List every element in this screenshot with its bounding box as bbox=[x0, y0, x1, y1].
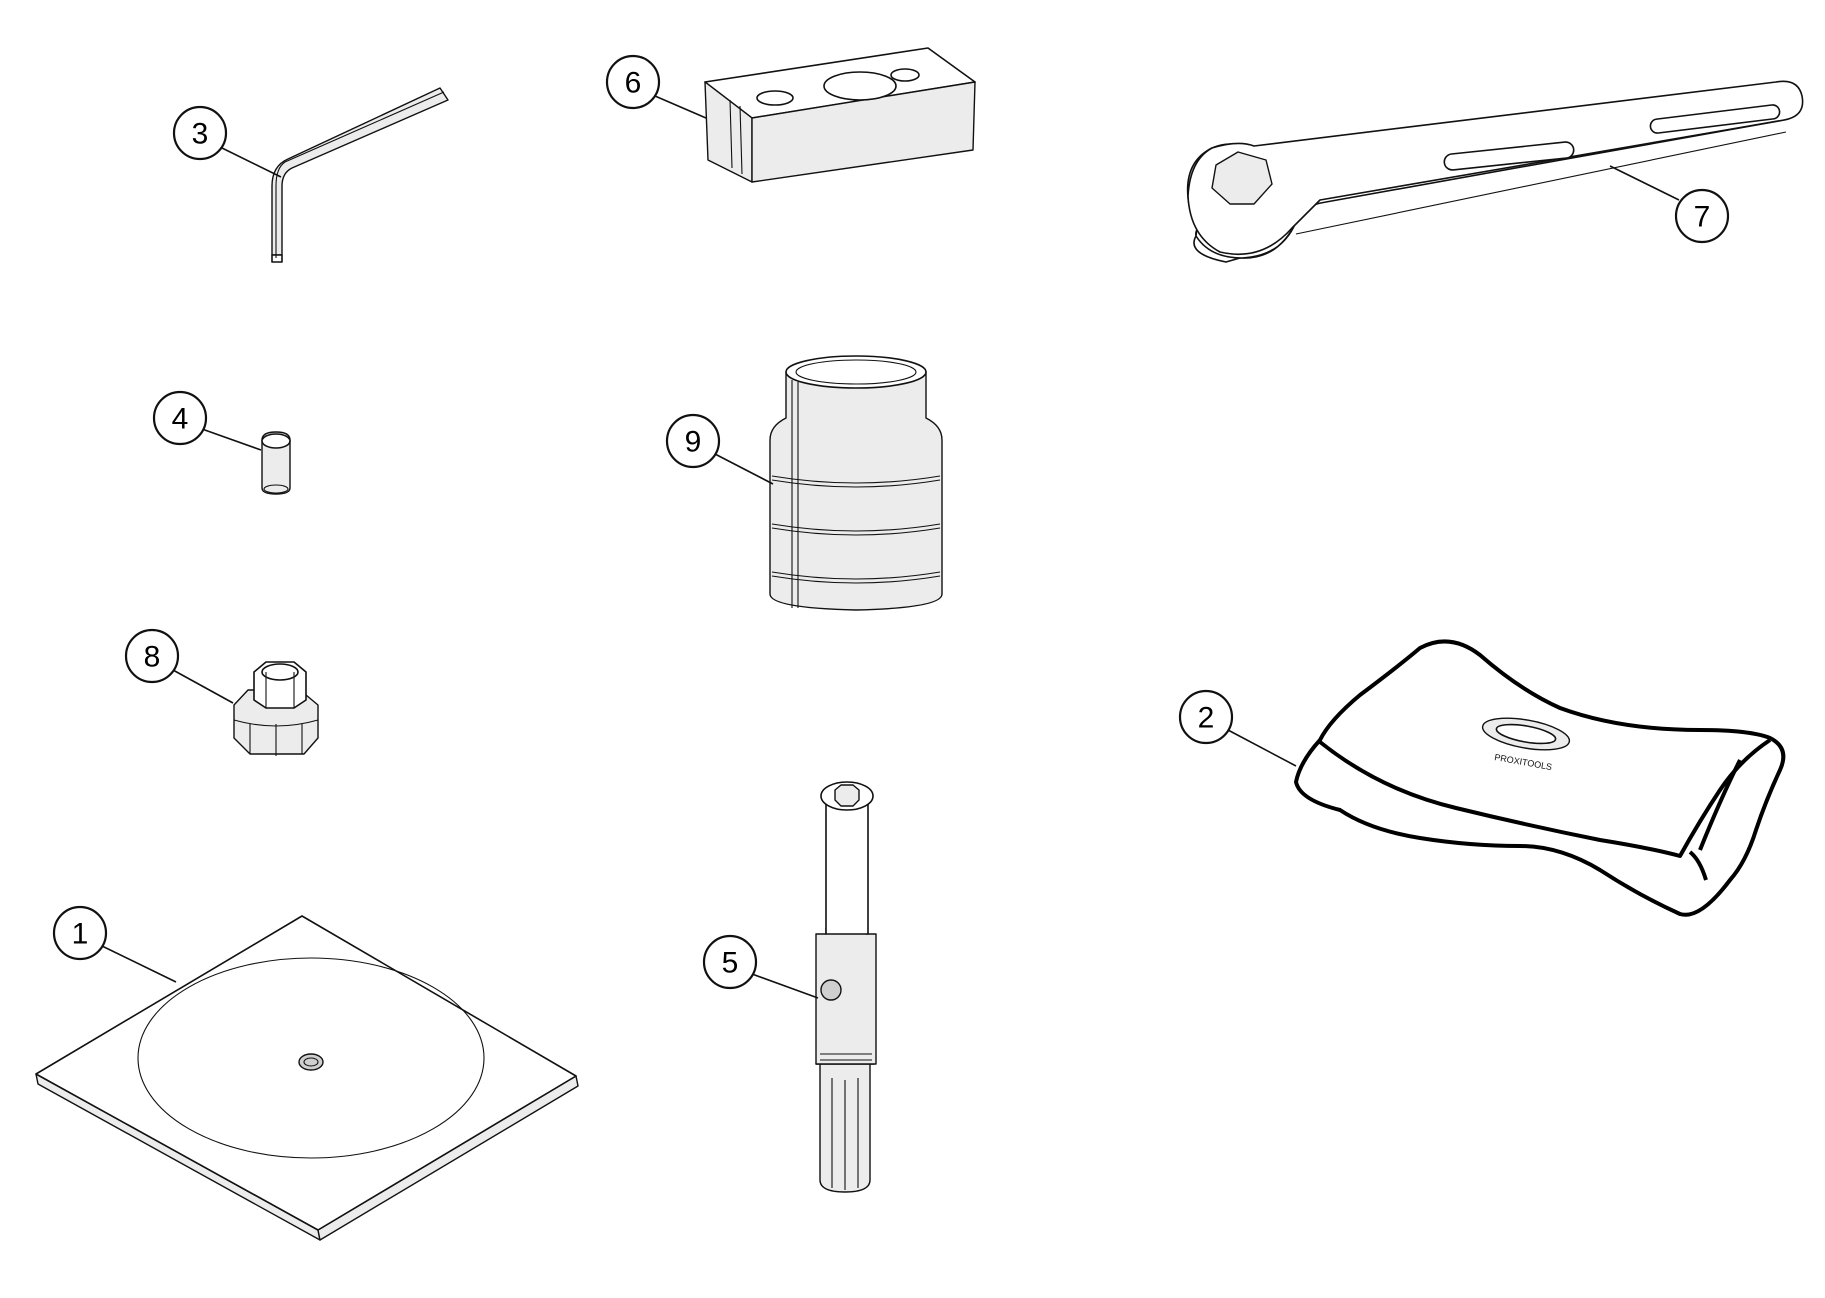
callout-2-label: 2 bbox=[1198, 702, 1215, 735]
part-7-wrench bbox=[1186, 80, 1804, 263]
part-2-pouch: PROXITOOLS bbox=[1294, 639, 1786, 917]
callout-6-label: 6 bbox=[625, 67, 642, 100]
part-3-hex-key bbox=[271, 87, 449, 263]
callout-8: 8 bbox=[124, 628, 234, 704]
callout-1: 1 bbox=[52, 905, 177, 983]
part-1-plate bbox=[35, 915, 579, 1241]
callout-3-label: 3 bbox=[192, 118, 209, 151]
callout-6: 6 bbox=[605, 54, 707, 119]
callout-4: 4 bbox=[152, 390, 262, 451]
pouch-logo-text: PROXITOOLS bbox=[1494, 752, 1553, 772]
callout-5-label: 5 bbox=[722, 947, 739, 980]
callout-7: 7 bbox=[1609, 165, 1730, 244]
part-6-block bbox=[704, 47, 976, 183]
callout-3: 3 bbox=[172, 105, 282, 178]
callout-7-label: 7 bbox=[1694, 201, 1711, 234]
callout-1-label: 1 bbox=[72, 918, 89, 951]
callout-9: 9 bbox=[665, 413, 774, 485]
part-9-socket bbox=[769, 355, 943, 611]
part-5-plug-wrench bbox=[815, 781, 877, 1193]
part-8-nut bbox=[233, 661, 319, 756]
callout-5: 5 bbox=[702, 934, 819, 999]
callout-2: 2 bbox=[1178, 689, 1297, 767]
callout-8-label: 8 bbox=[144, 641, 161, 674]
callout-9-label: 9 bbox=[685, 426, 702, 459]
callout-4-label: 4 bbox=[172, 403, 189, 436]
part-4-pin bbox=[261, 431, 291, 495]
